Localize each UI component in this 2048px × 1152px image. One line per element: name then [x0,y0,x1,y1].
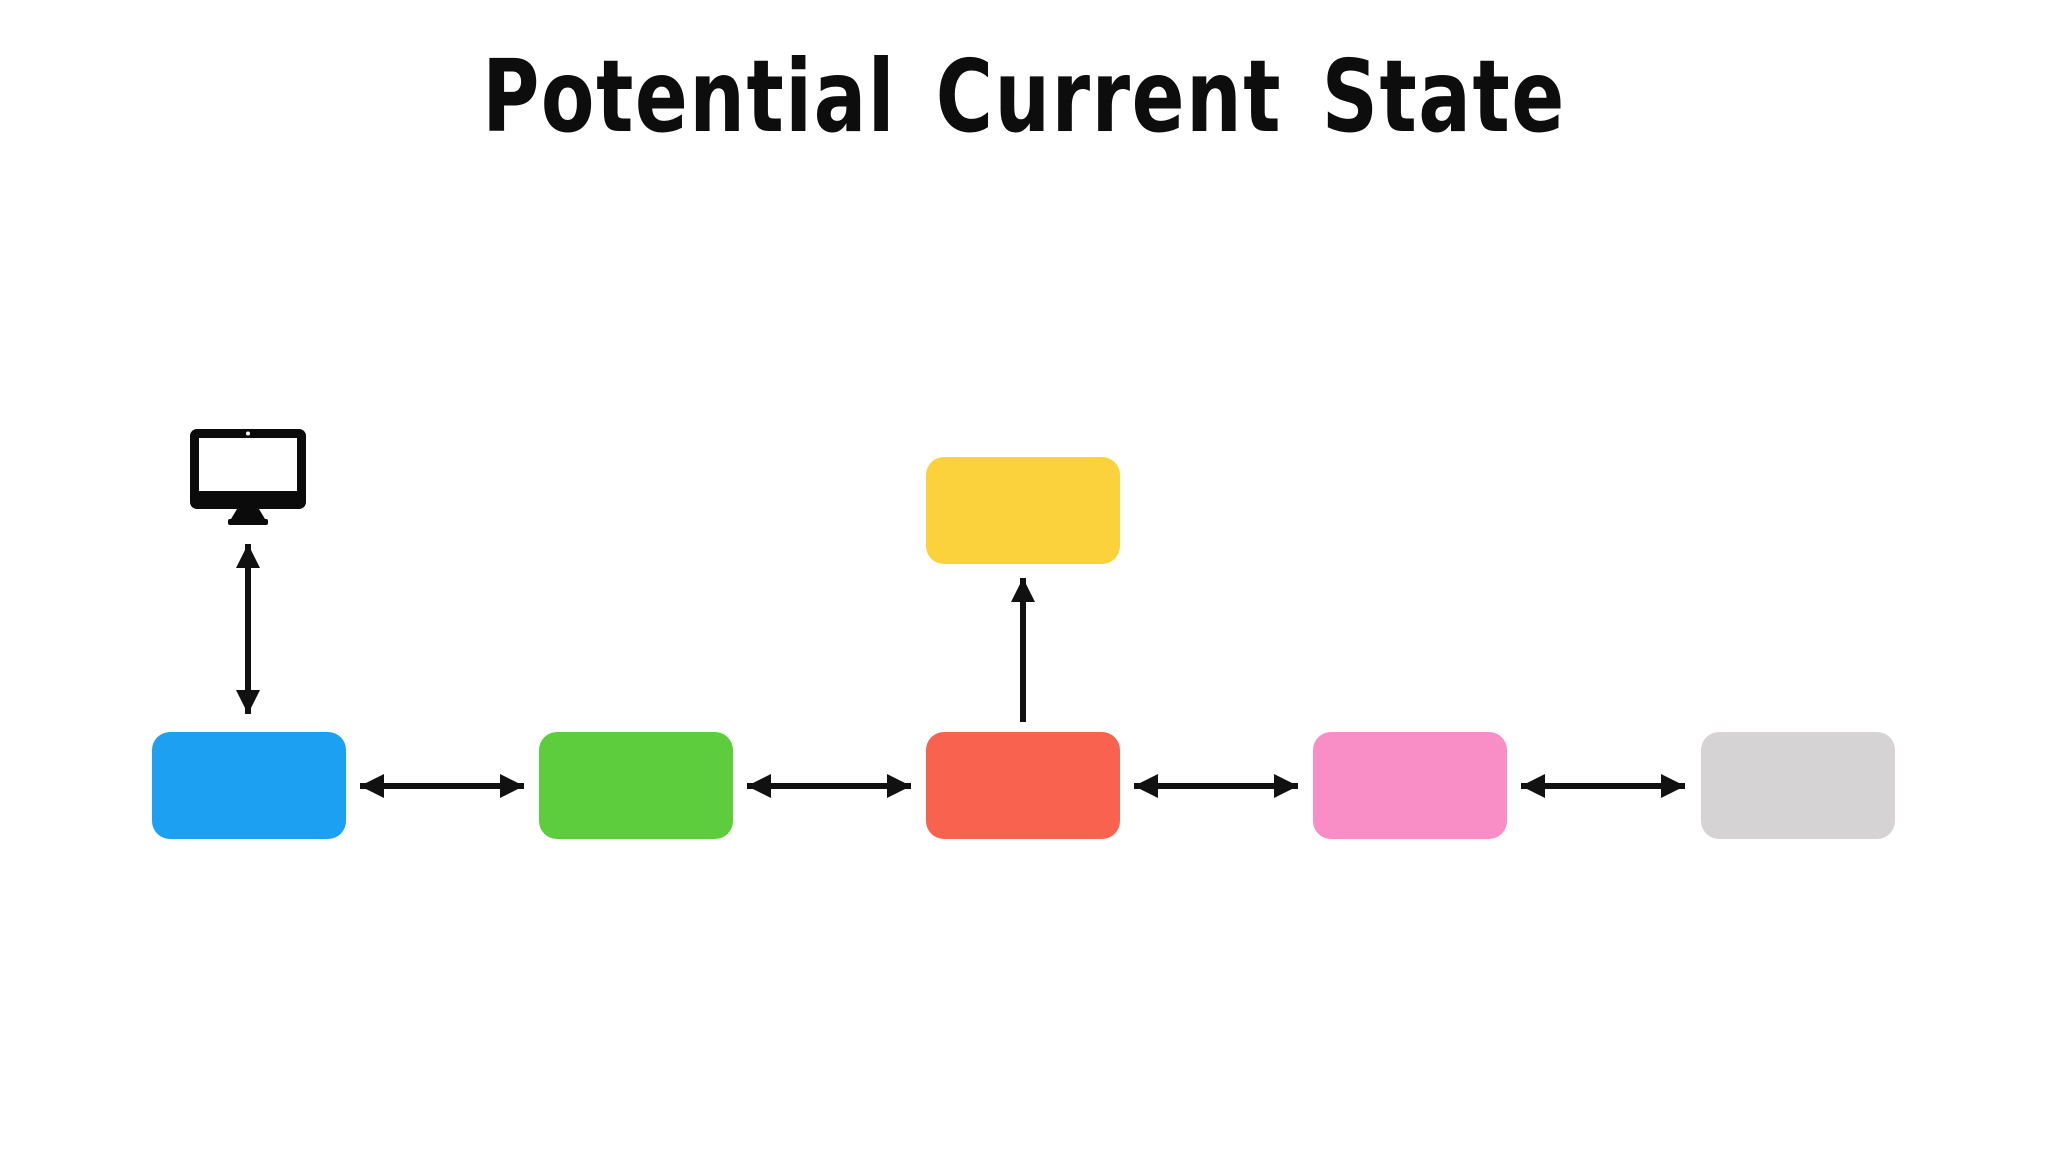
node-yellow-box [926,457,1120,564]
monitor-icon [190,429,306,525]
node-pink-box [1313,732,1507,839]
node-red-box [926,732,1120,839]
node-green-box [539,732,733,839]
node-blue-box [152,732,346,839]
node-gray-box [1701,732,1895,839]
diagram-title: Potential Current State [482,38,1566,155]
